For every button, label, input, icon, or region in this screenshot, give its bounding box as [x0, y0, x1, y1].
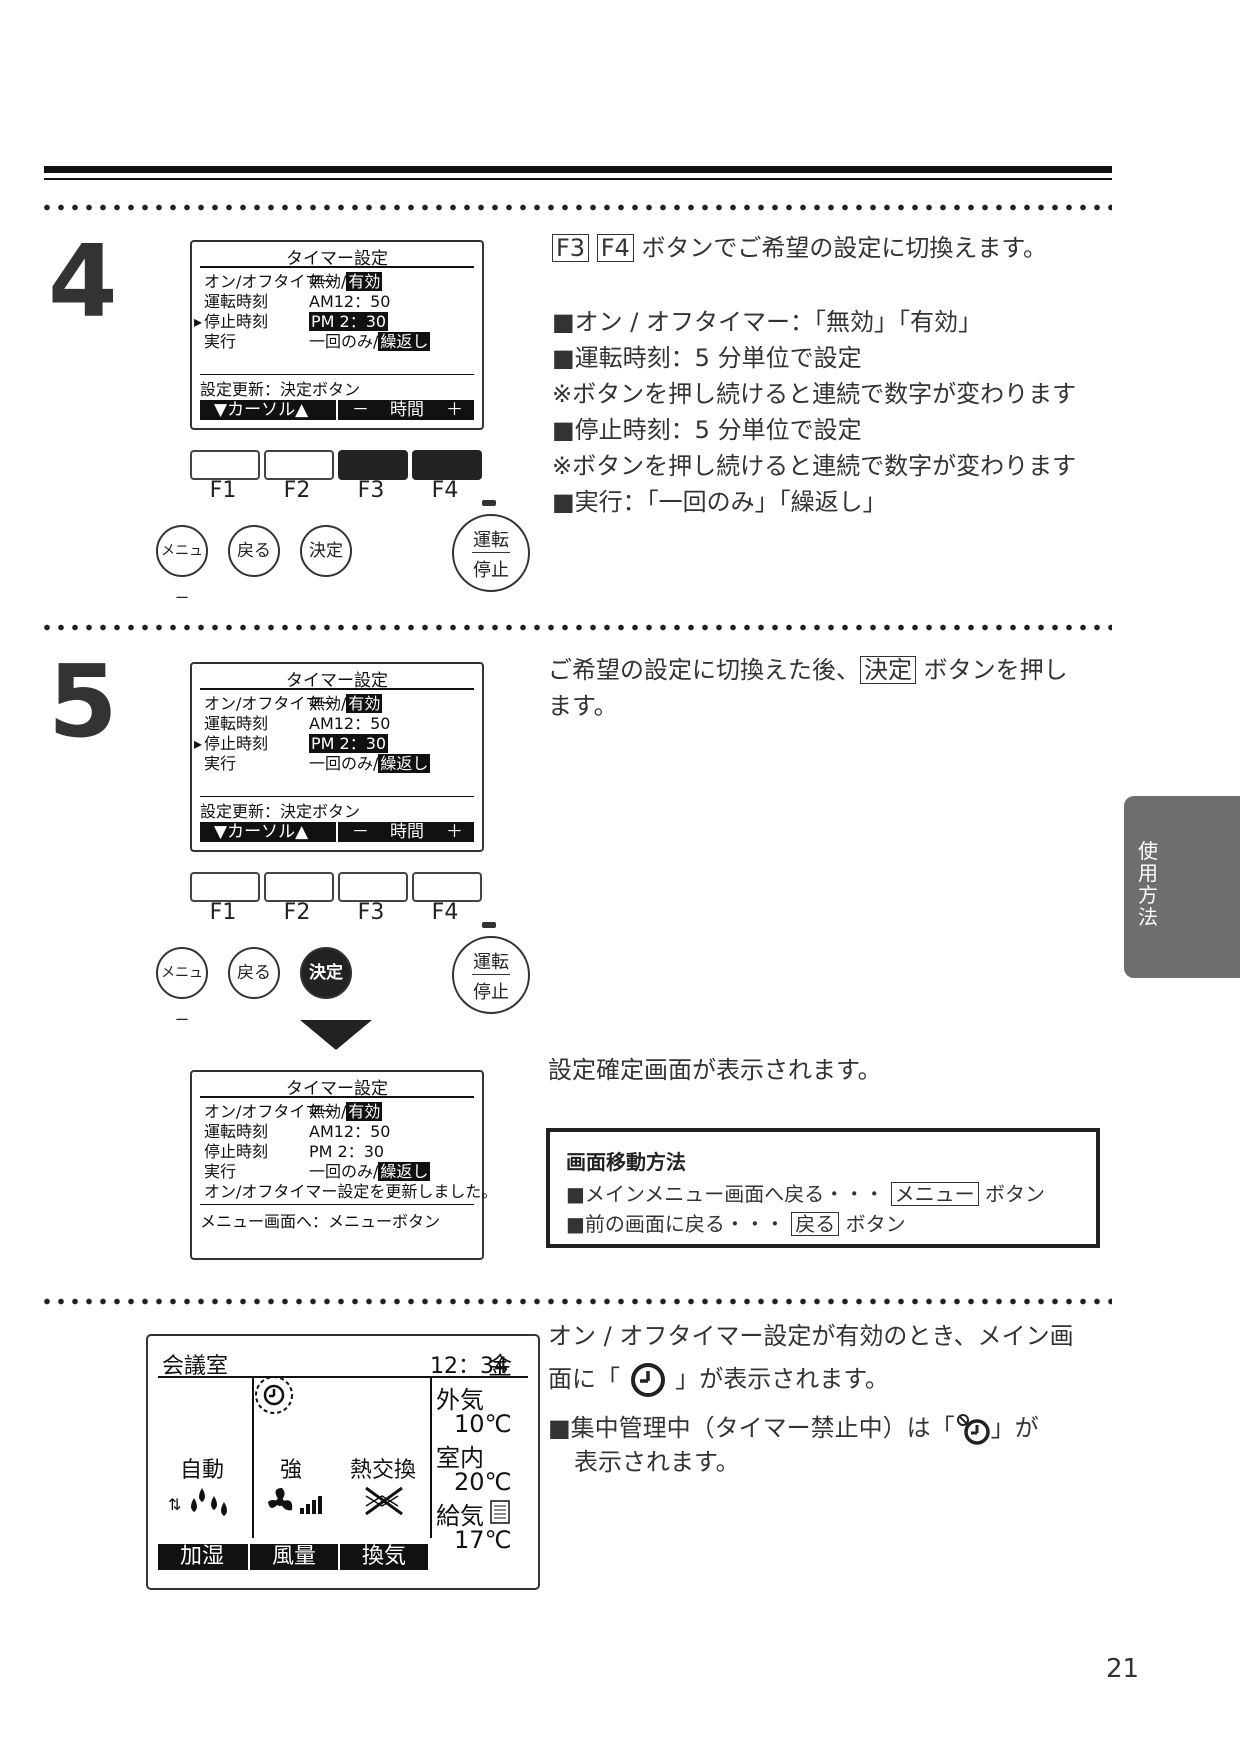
humidify-drops-icon: ⇅ [168, 1488, 227, 1516]
page-number: 21 [1106, 1654, 1140, 1684]
f4-key[interactable] [412, 450, 482, 480]
step4-line-6: ■実行：「一回のみ」「繰返し」 [552, 488, 887, 516]
fan-speed-icon [268, 1488, 322, 1514]
timer-symbol-icon [630, 1363, 665, 1397]
confirm-text: 設定確定画面が表示されます。 [548, 1056, 882, 1084]
run-indicator-led [482, 922, 496, 928]
outside-temp: 10℃ [454, 1410, 512, 1438]
header-rule-thin [44, 178, 1112, 180]
dotted-divider [40, 204, 1112, 211]
tab-fan[interactable]: 風量 [271, 1544, 316, 1569]
outside-label: 外気 [436, 1386, 484, 1414]
down-arrow-icon [300, 1020, 372, 1050]
main-screen: 会議室 12：34 金 外気 10℃ 室内 20℃ 給気 17℃ 自動 強 熱交… [146, 1334, 540, 1590]
f2-key[interactable] [264, 450, 334, 480]
clock-time: 12：34 [430, 1354, 508, 1379]
mode-label: 自動 [180, 1458, 225, 1483]
info-title: 画面移動方法 [566, 1150, 686, 1174]
heat-exchange-icon [365, 1486, 403, 1516]
timer-icon [255, 1378, 293, 1414]
step6-text-line4: 表示されます。 [574, 1448, 740, 1476]
menu-button[interactable]: メニュー [156, 947, 208, 1029]
menu-button[interactable]: メニュー [156, 525, 208, 607]
step4-intro: F3 F4 ボタンでご希望の設定に切換えます。 [552, 232, 1047, 264]
room-name: 会議室 [162, 1354, 229, 1379]
run-indicator-led [482, 500, 496, 506]
f4-key-ref: F4 [596, 234, 634, 262]
step4-line-2: ■運転時刻：5 分単位で設定 [552, 344, 862, 372]
timer-prohibited-icon [956, 1414, 990, 1445]
vent-label: 熱交換 [350, 1458, 417, 1483]
navigation-info-box: 画面移動方法 ■メインメニュー画面へ戻る・・・ メニュー ボタン ■前の画面に戻… [546, 1128, 1100, 1248]
back-button[interactable]: 戻る [228, 947, 280, 999]
tab-humidify[interactable]: 加湿 [179, 1544, 224, 1569]
f2-label: F2 [283, 478, 311, 503]
side-tab-usage: 使用方法 [1124, 796, 1240, 978]
supply-temp: 17℃ [454, 1526, 512, 1554]
svg-text:⇅: ⇅ [168, 1495, 181, 1514]
run-stop-button[interactable]: 運転停止 [452, 936, 530, 1014]
room-temp: 20℃ [454, 1468, 512, 1496]
step-number-5: 5 [48, 643, 118, 760]
screen-title: タイマー設定 [286, 249, 388, 269]
step5-text-line1: ご希望の設定に切換えた後、決定 ボタンを押し [548, 656, 1068, 684]
step4-line-5: ※ボタンを押し続けると連続で数字が変わります [552, 452, 1077, 480]
f1-key[interactable] [190, 450, 260, 480]
enter-button[interactable]: 決定 [300, 525, 352, 577]
row-onoff: オン/オフタイマー無効/有効 [204, 272, 383, 291]
updated-message: オン/オフタイマー設定を更新しました。 [204, 1182, 498, 1201]
dotted-divider [40, 1298, 1112, 1305]
info-line1: ■メインメニュー画面へ戻る・・・ メニュー ボタン [566, 1182, 1046, 1206]
room-label: 室内 [436, 1444, 484, 1472]
info-line2: ■前の画面に戻る・・・ 戻る ボタン [566, 1212, 906, 1236]
f3-key[interactable] [338, 450, 408, 480]
f2-key[interactable] [264, 872, 334, 902]
main-tab-bar [158, 1544, 428, 1570]
f3-key[interactable] [338, 872, 408, 902]
step6-text-line2: 面に「 」が表示されます。 [548, 1362, 889, 1398]
header-rule-thick [44, 166, 1112, 173]
back-button[interactable]: 戻る [228, 525, 280, 577]
f1-label: F1 [209, 478, 237, 503]
step5-text-line2: ます。 [548, 692, 618, 720]
run-stop-button[interactable]: 運転停止 [452, 514, 530, 592]
enter-button-pressed[interactable]: 決定 [300, 947, 352, 999]
dotted-divider [40, 624, 1112, 631]
tab-ventilation[interactable]: 換気 [361, 1544, 406, 1569]
f1-key[interactable] [190, 872, 260, 902]
clock-day: 金 [488, 1352, 512, 1380]
step4-line-4: ■停止時刻：5 分単位で設定 [552, 416, 862, 444]
screen-note: 設定更新：決定ボタン [200, 380, 361, 399]
step6-text-line1: オン / オフタイマー設定が有効のとき、メイン画 [548, 1322, 1074, 1350]
fan-label: 強 [280, 1458, 303, 1483]
f3-key-ref: F3 [552, 234, 590, 262]
enter-key-ref: 決定 [860, 656, 916, 684]
filter-icon [490, 1500, 510, 1524]
step4-line-1: ■オン / オフタイマー：「無効」「有効」 [552, 308, 983, 336]
step4-line-3: ※ボタンを押し続けると連続で数字が変わります [552, 380, 1077, 408]
f3-label: F3 [357, 478, 385, 503]
supply-label: 給気 [436, 1502, 484, 1530]
f4-key[interactable] [412, 872, 482, 902]
menu-note: メニュー画面へ：メニューボタン [200, 1212, 441, 1231]
step-number-4: 4 [48, 223, 118, 340]
row-execute: 実行一回のみ/繰返し [204, 332, 431, 351]
function-bar: ▼カーソル▲ － 時間 ＋ [200, 399, 474, 421]
step6-text-line3: ■集中管理中（タイマー禁止中）は「 」が [548, 1412, 1039, 1445]
f4-label: F4 [431, 478, 459, 503]
